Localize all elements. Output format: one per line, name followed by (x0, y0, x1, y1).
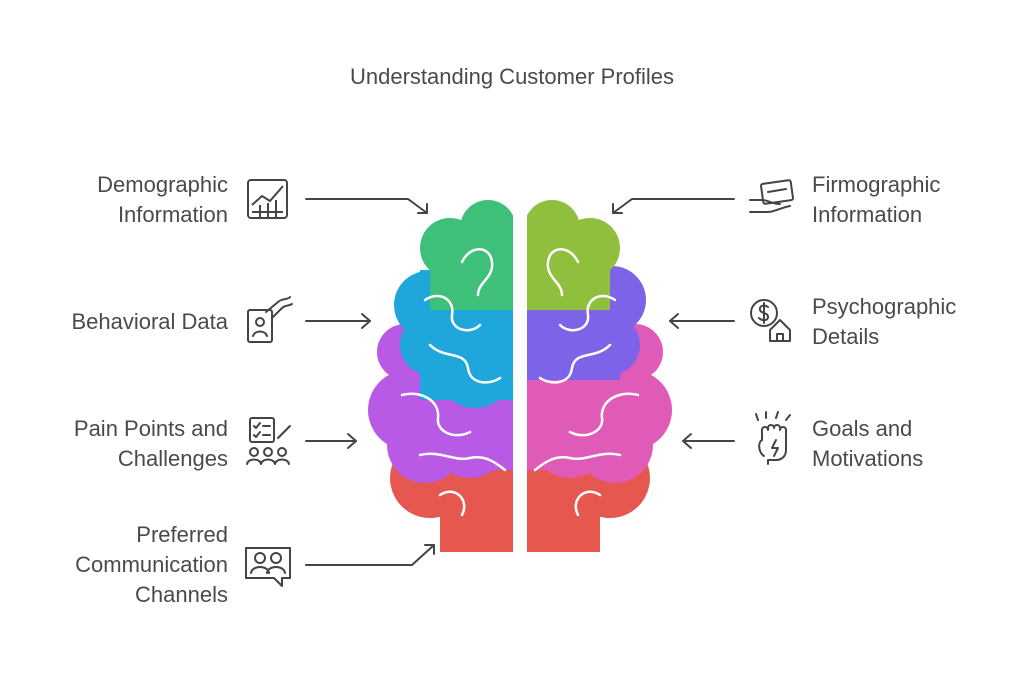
arrowhead-behavioral (361, 313, 371, 329)
lobe-olive-right (527, 200, 620, 310)
lobe-green-left (420, 200, 513, 310)
label-goals-motivations: Goals and Motivations (812, 414, 1024, 474)
diagram-title: Understanding Customer Profiles (349, 64, 675, 89)
label-line: Goals and (812, 416, 913, 441)
label-line: Communication (75, 552, 228, 577)
arrowhead-communication (424, 544, 435, 555)
label-line: Pain Points and (73, 416, 228, 441)
connector-arrows (305, 198, 735, 566)
lobe-violet-right (527, 266, 646, 380)
label-psychographic-details: Psychographic Details (812, 292, 1024, 352)
label-behavioral-data: Behavioral Data (8, 307, 228, 337)
arrowhead-goals (682, 433, 692, 449)
chat-users-icon (245, 547, 291, 587)
label-line: Firmographic (812, 172, 941, 197)
label-line: Motivations (812, 446, 924, 471)
label-line: Channels (135, 582, 228, 607)
label-line: Psychographic (812, 294, 957, 319)
label-line: Preferred (136, 522, 228, 547)
right-folds (533, 248, 640, 517)
arrow-firmographic (612, 198, 735, 214)
label-line: Challenges (117, 446, 228, 471)
bar-chart-grid-icon (247, 179, 288, 219)
label-line: Details (812, 324, 880, 349)
raised-fist-icon (755, 411, 791, 465)
left-hemisphere (368, 200, 513, 552)
arrow-demographic (305, 198, 428, 214)
label-demographic-information: Demographic Information (8, 170, 228, 230)
hand-card-icon (749, 179, 794, 213)
left-folds (400, 248, 507, 517)
hand-id-card-icon (247, 296, 293, 343)
arrowhead-firmographic (612, 203, 623, 214)
label-pain-points: Pain Points and Challenges (8, 414, 228, 474)
label-line: Information (117, 202, 228, 227)
arrowhead-psychographic (669, 313, 679, 329)
arrowhead-demographic (417, 203, 428, 214)
label-line: Demographic (97, 172, 228, 197)
arrowhead-pain-points (347, 433, 357, 449)
arrow-communication (305, 544, 435, 566)
checklist-people-icon (246, 417, 291, 465)
label-preferred-communication: Preferred Communication Channels (8, 520, 228, 610)
label-line: Behavioral Data (71, 309, 228, 334)
label-line: Information (812, 202, 923, 227)
label-firmographic-information: Firmographic Information (812, 170, 1024, 230)
dollar-house-icon (750, 299, 791, 342)
right-hemisphere (527, 200, 672, 552)
